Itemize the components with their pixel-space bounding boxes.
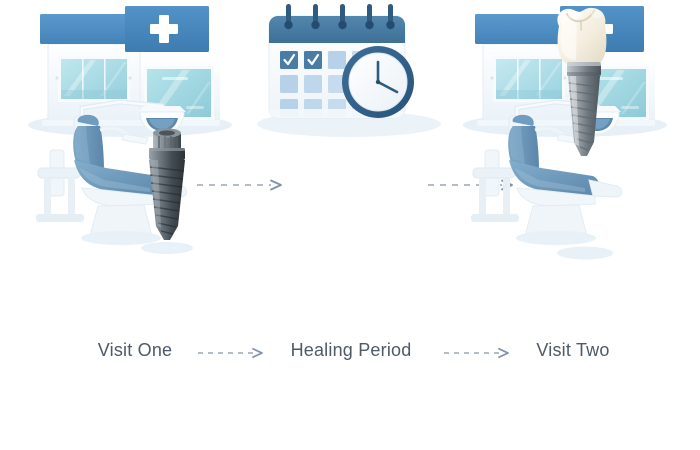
step-label-healing-period: Healing Period <box>290 340 412 360</box>
label-arrow-healing-to-visit-two <box>444 346 514 360</box>
calendar-rings <box>284 4 395 30</box>
medical-cross-icon <box>150 15 178 43</box>
clinic-window-left <box>490 56 567 102</box>
dental-implant-screw-icon <box>141 128 193 254</box>
step-panel-healing-period <box>253 0 449 340</box>
step-label-row: Visit One Healing Period Visit Two <box>0 340 700 390</box>
label-arrow-visit-one-to-healing <box>198 346 268 360</box>
dental-chair-icon <box>36 99 187 245</box>
step-panel-visit-two <box>455 0 675 340</box>
calendar-cell-checked <box>280 51 298 69</box>
calendar-cell-checked <box>304 51 322 69</box>
dental-crown-icon <box>557 7 607 67</box>
step-panel-visit-one <box>20 0 240 340</box>
step-label-visit-one: Visit One <box>97 340 173 360</box>
clock-icon <box>342 46 414 118</box>
dental-implant-with-crown-icon <box>557 7 613 260</box>
dental-lamp-icon <box>138 106 186 135</box>
dental-clinic-building-icon <box>40 6 220 126</box>
flow-arrow-visit-one-to-healing <box>197 176 287 194</box>
clinic-window-left <box>55 56 132 102</box>
step-label-visit-two: Visit Two <box>536 340 610 360</box>
